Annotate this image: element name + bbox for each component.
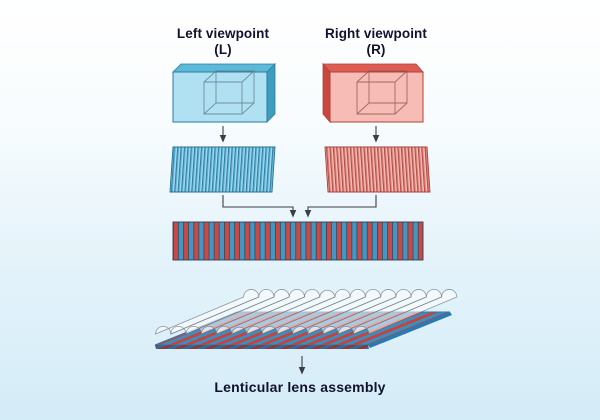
right-viewpoint-title: Right viewpoint (R) bbox=[303, 26, 449, 58]
assembly-front-edge-shade bbox=[155, 345, 369, 349]
right-cube-wireframe-icon bbox=[356, 70, 408, 115]
left-sliced-panel bbox=[169, 146, 276, 193]
lenticular-assembly bbox=[154, 289, 458, 349]
right-viewpoint-sublabel: (R) bbox=[366, 42, 386, 57]
left-box-front-face bbox=[172, 71, 268, 123]
left-viewpoint-title: Left viewpoint (L) bbox=[150, 26, 296, 58]
merge-connector-left bbox=[222, 195, 297, 218]
left-cube-wireframe-icon bbox=[203, 70, 255, 115]
left-box-side-face bbox=[266, 63, 276, 123]
assembly-right-edge bbox=[368, 312, 452, 348]
assembly-caption: Lenticular lens assembly bbox=[214, 379, 386, 395]
left-viewpoint-label: Left viewpoint bbox=[176, 26, 270, 41]
right-sliced-panel bbox=[324, 146, 431, 193]
right-box-front-face bbox=[329, 71, 424, 123]
assembly-front-edge bbox=[155, 345, 369, 349]
lens-cylinder bbox=[353, 289, 458, 335]
right-viewpoint-box bbox=[322, 62, 424, 124]
left-viewpoint-sublabel: (L) bbox=[214, 42, 232, 57]
merge-connector-right bbox=[304, 195, 377, 218]
left-viewpoint-box bbox=[172, 63, 276, 123]
right-viewpoint-label: Right viewpoint bbox=[325, 26, 427, 41]
lens-array bbox=[155, 289, 458, 335]
interleaved-strip bbox=[172, 221, 424, 261]
right-box-side-face bbox=[322, 62, 331, 124]
